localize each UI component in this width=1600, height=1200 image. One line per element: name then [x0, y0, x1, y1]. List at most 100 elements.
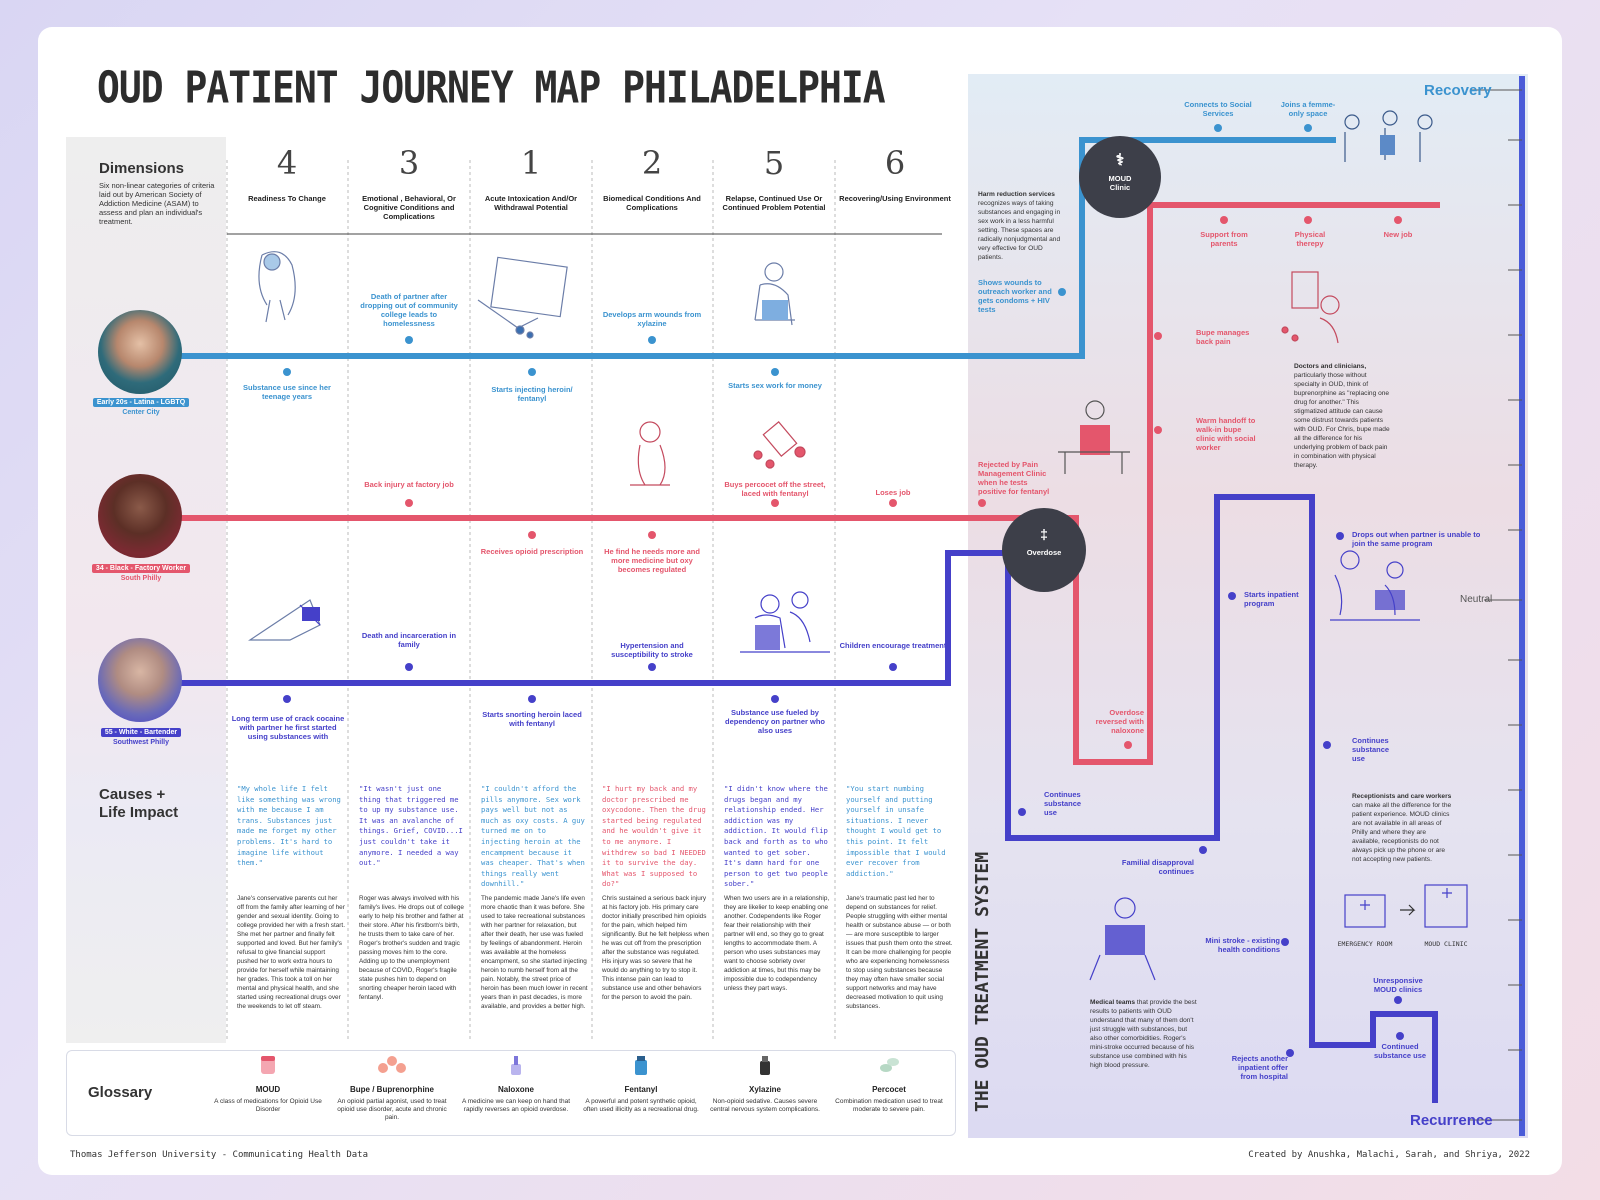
event-label: Children encourage treatment: [839, 641, 947, 650]
glossary-definition: An opioid partial agonist, used to treat…: [337, 1098, 447, 1121]
chris-line: [180, 202, 1440, 765]
event-label: Starts inpatient program: [1244, 590, 1299, 608]
event-label: Continues substance use: [1044, 790, 1082, 817]
naloxone-spray-icon: [511, 1056, 521, 1075]
er-label: EMERGENCY ROOM: [1337, 940, 1393, 948]
glossary-heading: Glossary: [88, 1084, 153, 1101]
event-label: Support from parents: [1200, 230, 1248, 248]
bench-person-illustration: [1058, 400, 1130, 474]
moud-clinic-building-illustration: [1400, 884, 1468, 928]
counseling-illustration: [1330, 550, 1420, 621]
moud-clinic-node: ⚕ MOUD Clinic: [1079, 136, 1161, 218]
glossary-item-xylazine: Xylazine Non-opioid sedative. Causes sev…: [705, 1054, 825, 1114]
back-pain-illustration: [1281, 271, 1340, 344]
treatment-system-title: THE OUD TREATMENT SYSTEM: [972, 851, 993, 1112]
col-number-5: 5: [763, 144, 785, 182]
receptionists-heading: Receptionists and care workers: [1352, 793, 1452, 800]
percocet-pills-icon: [880, 1058, 899, 1072]
harm-reduction-note: Harm reduction services recognizes ways …: [978, 190, 1064, 262]
event-label: Death and incarceration in family: [361, 631, 457, 649]
event-label: Unresponsive MOUD clinics: [1373, 976, 1423, 994]
event-label: Drops out when partner is unable to join…: [1352, 530, 1481, 548]
event-label: Overdose reversed with naloxone: [1095, 708, 1144, 735]
col-heading-2: Emotional , Behavioral, Or Cognitive Con…: [362, 194, 456, 221]
event-label: Starts sex work for money: [728, 381, 822, 390]
medical-teams-note: Medical teams that provide the best resu…: [1090, 998, 1198, 1070]
syringe-icon: ‡: [1040, 526, 1048, 542]
persona-badge: 34 - Black - Factory Worker: [91, 564, 191, 573]
event-label: Bupe manages back pain: [1196, 328, 1250, 346]
quote: "It wasn't just one thing that triggered…: [359, 784, 463, 868]
drug-bag-illustration: [477, 256, 568, 339]
headache-illustration: [630, 421, 670, 486]
event-label: Familial disapproval continues: [1121, 858, 1194, 876]
persona-badge: Early 20s - Latina - LGBTQ: [92, 398, 190, 407]
event-label: Starts snorting heroin laced with fentan…: [482, 710, 582, 728]
event-label: Continues substance use: [1352, 736, 1390, 763]
dimensions-description: Six non-linear categories of criteria la…: [99, 181, 215, 226]
moud-clinic-building-label: MOUD CLINIC: [1424, 940, 1468, 948]
stroke-man-illustration: [1089, 897, 1156, 981]
quote: "My whole life I felt like something was…: [237, 784, 341, 868]
glossary-definition: A class of medications for Opioid Use Di…: [214, 1098, 322, 1113]
medical-teams-text: that provide the best results to patient…: [1090, 999, 1197, 1069]
group-illustration: [1344, 110, 1433, 162]
glossary-definition: A medicine we can keep on hand that rapi…: [461, 1098, 571, 1113]
glossary-definition: A powerful and potent synthetic opioid, …: [583, 1098, 699, 1113]
harm-reduction-text: recognizes ways of taking substances and…: [978, 200, 1061, 261]
persona-place: Southwest Philly: [112, 739, 169, 746]
glossary-term: Naloxone: [497, 1085, 534, 1094]
event-label: Substance use fueled by dependency on pa…: [724, 708, 825, 735]
event-label: Connects to Social Services: [1184, 100, 1252, 118]
event-label: New job: [1383, 230, 1413, 239]
event-label: Warm handoff to walk-in bupe clinic with…: [1196, 416, 1256, 452]
doctors-heading: Doctors and clinicians,: [1294, 363, 1367, 370]
hug-illustration: [258, 251, 296, 323]
persona-chris: 34 - Black - Factory Worker South Philly: [84, 564, 198, 582]
moud-clinic-line2: Clinic: [1109, 183, 1131, 192]
glossary-item-bupe: Bupe / Buprenorphine An opioid partial a…: [332, 1054, 452, 1122]
glossary-term: Bupe / Buprenorphine: [350, 1085, 434, 1094]
glossary-item-percocet: Percocet Combination medication used to …: [829, 1054, 949, 1114]
harm-reduction-heading: Harm reduction services: [978, 191, 1055, 198]
col-heading-5: Relapse, Continued Use Or Continued Prob…: [722, 194, 826, 212]
er-building-illustration: [1344, 894, 1386, 928]
event-label: Hypertension and susceptibility to strok…: [611, 641, 693, 659]
sitting-person-illustration: [754, 262, 795, 326]
recurrence-label: Recurrence: [1410, 1112, 1493, 1129]
col-number-2: 3: [398, 144, 420, 182]
col-number-6: 6: [884, 144, 906, 182]
event-dots: [283, 124, 1404, 1057]
scale-ticks: [1470, 89, 1522, 1121]
event-label: Joins a femme-only space: [1280, 100, 1336, 118]
footer-credit-right: Created by Anushka, Malachi, Sarah, and …: [1248, 1150, 1530, 1160]
column-dividers: [226, 160, 836, 1040]
overdose-label: Overdose: [1026, 548, 1062, 557]
col-number-4: 2: [641, 144, 663, 182]
persona-jane: Early 20s - Latina - LGBTQ Center City: [84, 398, 198, 416]
event-label: Long term use of crack cocaine with part…: [231, 714, 345, 741]
fentanyl-vial-icon: [635, 1056, 647, 1075]
quote: "You start numbing yourself and putting …: [846, 784, 946, 878]
glossary-definition: Combination medication used to treat mod…: [835, 1098, 943, 1113]
event-label: Starts injecting heroin/ fentanyl: [491, 385, 573, 403]
story-paragraph: Chris sustained a serious back injury at…: [602, 895, 710, 1001]
story-paragraph: Jane's conservative parents cut her off …: [237, 895, 345, 1010]
glossary-definition: Non-opioid sedative. Causes severe centr…: [710, 1098, 820, 1113]
doctors-text: particularly those without specialty in …: [1294, 372, 1390, 469]
story-paragraph: Roger was always involved with his famil…: [359, 895, 464, 1001]
event-label: He find he needs more and more medicine …: [604, 547, 700, 574]
event-label: Rejected by Pain Management Clinic when …: [978, 460, 1050, 496]
xylazine-bottle-icon: [760, 1056, 770, 1075]
event-label: Buys percocet off the street, laced with…: [724, 480, 826, 498]
footer-credit-left: Thomas Jefferson University - Communicat…: [70, 1150, 369, 1160]
doctors-note: Doctors and clinicians, particularly tho…: [1294, 362, 1394, 470]
avatar-roger: [98, 638, 182, 722]
receptionists-note: Receptionists and care workers can make …: [1352, 792, 1452, 864]
hospital-icon: ⚕: [1115, 152, 1125, 169]
neutral-label: Neutral: [1460, 594, 1493, 605]
couple-illustration: [740, 591, 830, 653]
avatar-jane: [98, 310, 182, 394]
story-paragraph: The pandemic made Jane's life even more …: [481, 895, 588, 1010]
